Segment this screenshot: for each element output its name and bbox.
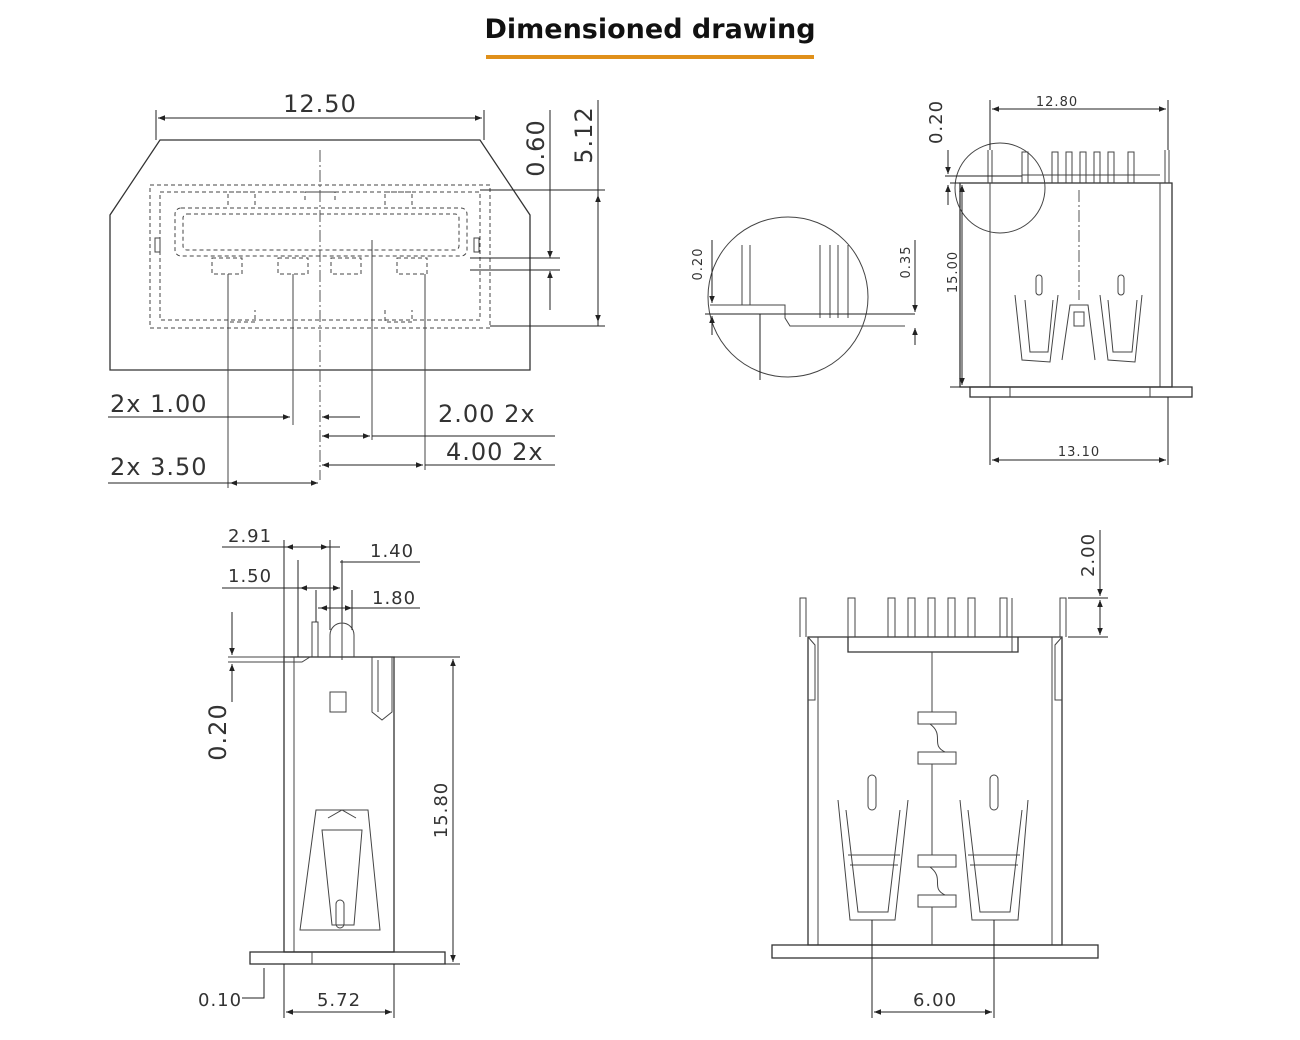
profile-dim-step: 0.20 <box>204 703 232 760</box>
page-title: Dimensioned drawing <box>484 14 816 45</box>
front-clip <box>384 310 413 323</box>
dim-offset: 0.60 <box>522 119 550 176</box>
profile-dim-2: 1.40 <box>370 541 414 562</box>
front-latch <box>473 237 480 253</box>
rear-body <box>807 636 1063 946</box>
front-tongue-inner <box>182 213 460 251</box>
front-tongue <box>174 207 468 257</box>
front-contact <box>277 257 309 275</box>
profile-dim-height: 15.80 <box>431 782 452 839</box>
profile-dim-width: 5.72 <box>317 990 361 1011</box>
detail-dim-left: 0.20 <box>691 248 706 281</box>
dim-pitch-inner: 2x 1.00 <box>110 390 208 418</box>
rear-base <box>771 944 1099 959</box>
front-view: 12.50 5.12 0.60 2x 1.00 2.00 2x 4.00 2x <box>108 90 605 488</box>
dim-height: 5.12 <box>570 106 598 163</box>
front-contact <box>330 257 362 275</box>
detail-marker-circle <box>954 142 1046 234</box>
rear-view: 2.00 6.00 <box>771 530 1108 1018</box>
side-dim-top: 12.80 <box>1036 95 1078 110</box>
side-dim-step: 0.20 <box>926 100 947 144</box>
dim-pitch-outer: 2x 3.50 <box>110 453 208 481</box>
side-body <box>959 182 1173 388</box>
dim-spacing-a: 2.00 2x <box>438 400 536 428</box>
side-dim-height: 15.00 <box>946 251 961 293</box>
profile-base <box>249 951 446 965</box>
front-contact <box>211 257 243 275</box>
profile-dim-1: 2.91 <box>228 526 272 547</box>
front-clip <box>384 191 413 205</box>
front-clip <box>227 191 256 205</box>
rear-dim-pin: 2.00 <box>1078 533 1099 577</box>
front-clip <box>227 310 256 323</box>
front-latch <box>154 237 161 253</box>
rear-dim-pitch: 6.00 <box>913 990 957 1011</box>
dim-width: 12.50 <box>283 90 357 118</box>
side-dim-bottom: 13.10 <box>1058 445 1100 460</box>
front-contact <box>396 257 428 275</box>
profile-dim-3: 1.50 <box>228 566 272 587</box>
front-outer-shell <box>109 139 531 371</box>
profile-dim-4: 1.80 <box>372 588 416 609</box>
title-underline <box>486 55 814 59</box>
profile-dim-base: 0.10 <box>198 990 242 1011</box>
dim-spacing-b: 4.00 2x <box>446 438 544 466</box>
detail-view: 0.20 0.35 <box>691 216 918 380</box>
side-base <box>969 386 1193 398</box>
profile-view: 2.91 1.40 1.50 1.80 0.20 15.80 0.10 5.72 <box>198 526 460 1018</box>
side-view: 12.80 13.10 15.00 0.20 <box>926 95 1193 465</box>
detail-circle <box>707 216 869 378</box>
detail-dim-right: 0.35 <box>899 246 914 279</box>
